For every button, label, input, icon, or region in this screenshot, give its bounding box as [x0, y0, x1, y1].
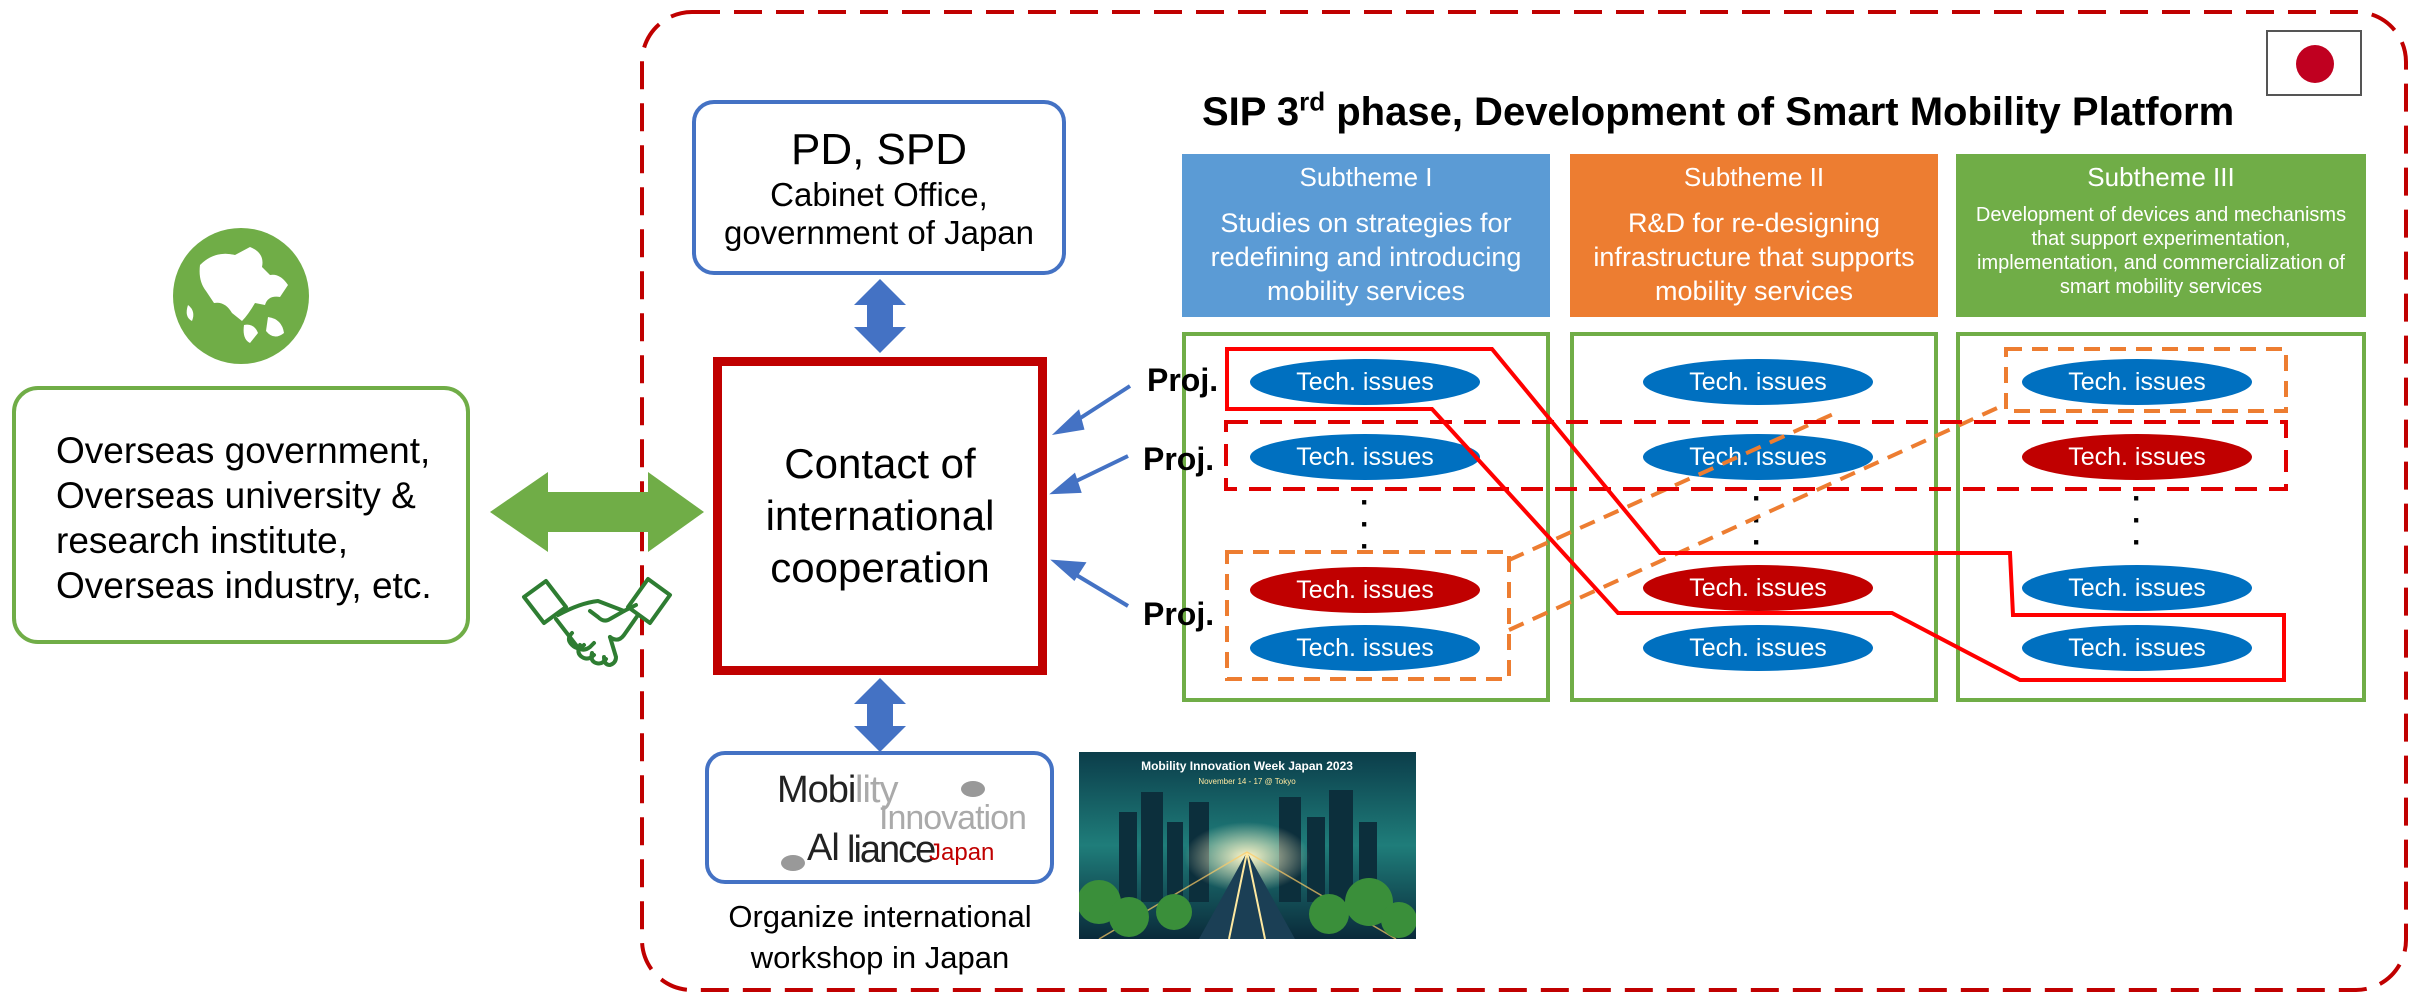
subtheme-box-2 — [1570, 332, 1938, 702]
subtheme-desc: Development of devices and mechanisms th… — [1975, 204, 2347, 299]
handshake-icon — [522, 577, 672, 667]
tech-issue: Tech. issues — [2022, 434, 2252, 480]
subtheme-box-3 — [1956, 332, 2366, 702]
subtheme-header-1: Subtheme I Studies on strategies for red… — [1182, 154, 1550, 317]
double-arrow — [490, 472, 704, 552]
workshop-line: Organize international — [728, 899, 1032, 934]
mia-logo-box: Mobi lity Innovation Al liance Japan — [705, 751, 1054, 884]
overseas-line: research institute, — [56, 520, 349, 561]
tech-issue: Tech. issues — [1250, 434, 1480, 480]
pd-spd-title: PD, SPD — [790, 124, 968, 174]
event-image: Mobility Innovation Week Japan 2023 Nove… — [1079, 752, 1416, 939]
subtheme-header-2: Subtheme II R&D for re-designing infrast… — [1570, 154, 1938, 317]
logo-innovation: Innovation — [879, 799, 1027, 837]
contact-line: international — [765, 492, 995, 539]
subtheme-header-3: Subtheme III Development of devices and … — [1956, 154, 2366, 317]
ellipsis-dots: ··· — [1752, 482, 1762, 559]
project-path — [1225, 347, 2286, 682]
proj-label: Proj. — [1147, 362, 1219, 398]
tech-issue: Tech. issues — [1643, 359, 1873, 405]
subtheme-box-1 — [1182, 332, 1550, 702]
subtheme-desc: R&D for re-designing infrastructure that… — [1593, 208, 1915, 306]
overseas-box: Overseas government, Overseas university… — [12, 386, 470, 644]
tech-issue: Tech. issues — [1643, 625, 1873, 671]
mia-logo: Mobi lity Innovation Al liance Japan — [777, 765, 1027, 875]
contact-box: Contact of international cooperation — [713, 357, 1047, 675]
overseas-line: Overseas university & — [56, 475, 416, 516]
ellipsis-dots: ··· — [2132, 482, 2142, 559]
tech-issue: Tech. issues — [1250, 625, 1480, 671]
event-image-title: Mobility Innovation Week Japan 2023 — [1141, 759, 1353, 773]
tech-issue: Tech. issues — [1643, 565, 1873, 611]
globe-icon — [173, 228, 309, 364]
logo-japan: Japan — [929, 839, 995, 866]
subtheme-title: Subtheme I — [1299, 162, 1433, 192]
double-arrow — [854, 279, 906, 353]
overseas-line: Overseas industry, etc. — [56, 565, 432, 606]
tech-issue: Tech. issues — [2022, 625, 2252, 671]
pd-spd-box: PD, SPD Cabinet Office, government of Ja… — [692, 100, 1066, 275]
pd-spd-line: Cabinet Office, — [770, 175, 988, 213]
japan-flag-icon — [2266, 30, 2362, 96]
logo-mobi: Mobi — [777, 769, 856, 811]
contact-line: cooperation — [770, 544, 990, 591]
subtheme-title: Subtheme II — [1683, 162, 1825, 192]
workshop-caption: Organize international workshop in Japan — [690, 896, 1070, 978]
subtheme-desc: Studies on strategies for redefining and… — [1210, 208, 1522, 306]
logo-dot — [961, 781, 985, 797]
ellipsis-dots: ··· — [1360, 486, 1370, 563]
double-arrow — [854, 678, 906, 752]
tech-issue: Tech. issues — [2022, 565, 2252, 611]
tech-issue: Tech. issues — [2022, 359, 2252, 405]
event-image-subtitle: November 14 - 17 @ Tokyo — [1198, 777, 1296, 786]
logo-lity: lity — [855, 769, 898, 811]
contact-line: Contact of — [784, 440, 976, 487]
page-title: SIP 3rd phase, Development of Smart Mobi… — [1202, 86, 2235, 134]
tech-issue: Tech. issues — [1250, 567, 1480, 613]
tech-issue: Tech. issues — [1250, 359, 1480, 405]
logo-al: Al — [807, 827, 840, 869]
subtheme-title: Subtheme III — [2087, 162, 2235, 192]
proj-label: Proj. — [1143, 441, 1215, 477]
pd-spd-line: government of Japan — [723, 213, 1035, 251]
workshop-line: workshop in Japan — [750, 940, 1010, 975]
proj-label: Proj. — [1143, 596, 1215, 632]
overseas-line: Overseas government, — [56, 430, 431, 471]
logo-liance: liance — [847, 829, 936, 871]
logo-dot — [781, 855, 805, 871]
